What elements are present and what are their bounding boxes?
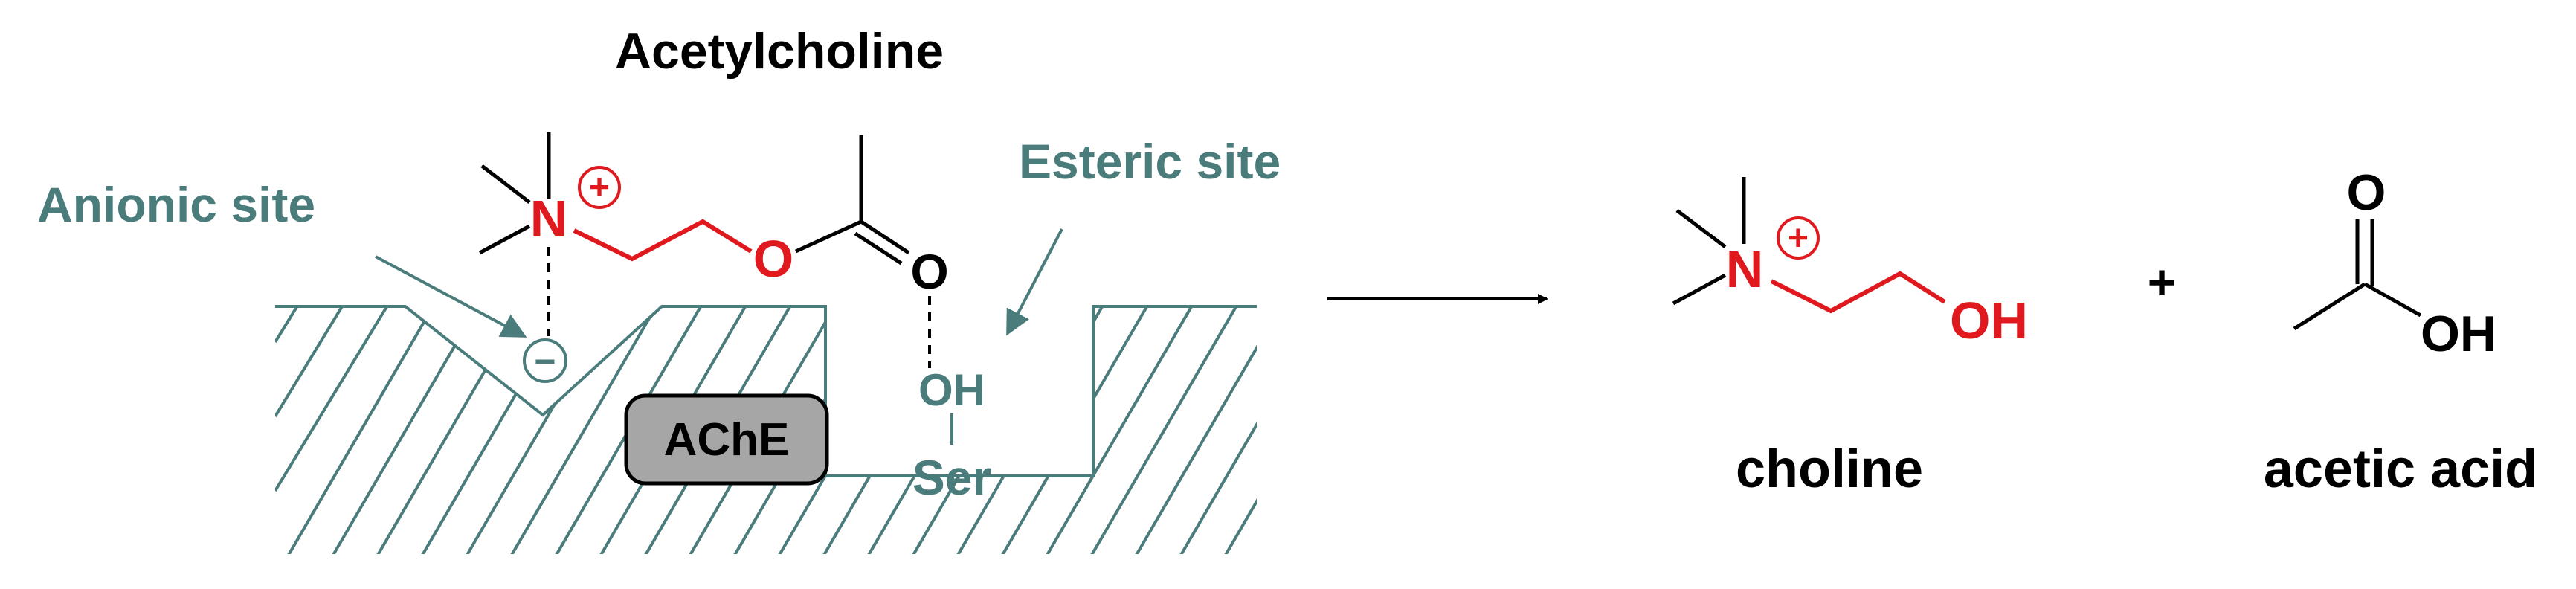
choline-positive-charge-circle	[1777, 216, 1820, 260]
negative-charge-circle	[523, 338, 567, 383]
choline-molecule: N + OH choline	[1672, 177, 2028, 499]
acetic-acid-oh-bond	[2363, 282, 2422, 318]
choline-chain-bonds	[573, 219, 753, 262]
ache-box	[624, 393, 829, 486]
plus-sign: +	[2148, 254, 2177, 309]
esteric-site-pointer	[1006, 228, 1063, 336]
carbonyl-double-bond-1	[860, 219, 910, 255]
negative-charge-sign: −	[534, 341, 556, 382]
esteric-site-label: Esteric site	[1019, 134, 1281, 189]
acetylcholine-nitrogen: N	[530, 190, 568, 248]
carbonyl-oxygen: O	[910, 244, 948, 299]
methyl-bond-lower-left	[478, 224, 531, 255]
acetic-acid-molecule: O OH acetic acid	[2264, 164, 2537, 499]
acetic-acid-hydroxyl: OH	[2421, 306, 2496, 362]
anionic-site-pointer	[375, 255, 527, 338]
esteric-site: Esteric site OH Ser	[827, 134, 1281, 505]
acetylcholine-title: Acetylcholine	[615, 23, 944, 80]
acetic-acid-label: acetic acid	[2264, 440, 2537, 499]
choline-nitrogen: N	[1726, 240, 1764, 298]
enzyme-surface-outline	[275, 305, 1257, 477]
serine-label: Ser	[912, 450, 991, 505]
anionic-site-label: Anionic site	[37, 177, 315, 232]
choline-label: choline	[1736, 440, 1923, 499]
choline-methyl-upper-left	[1675, 209, 1727, 248]
anionic-site: Anionic site −	[37, 177, 567, 383]
acetylcholine-molecule: Acetylcholine N + O O	[478, 23, 949, 368]
choline-chain	[1770, 271, 1946, 314]
methyl-bond-upper-left	[480, 164, 531, 204]
ache-label: AChE	[664, 414, 790, 466]
ester-oxygen: O	[753, 230, 793, 288]
choline-hydroxyl: OH	[1950, 292, 2028, 350]
choline-methyl-lower-left	[1672, 273, 1727, 306]
acetylcholine-positive-charge-circle	[578, 166, 621, 209]
choline-positive-charge-sign: +	[1788, 219, 1809, 258]
carbonyl-double-bond-2	[854, 231, 903, 265]
acetylcholine-positive-charge-sign: +	[589, 168, 610, 207]
serine-hydroxyl-label: OH	[918, 365, 985, 415]
acetic-acid-carbonyl-oxygen: O	[2347, 164, 2386, 221]
ester-bond-o-c	[794, 219, 863, 254]
acetic-acid-methyl-bond	[2293, 282, 2366, 331]
